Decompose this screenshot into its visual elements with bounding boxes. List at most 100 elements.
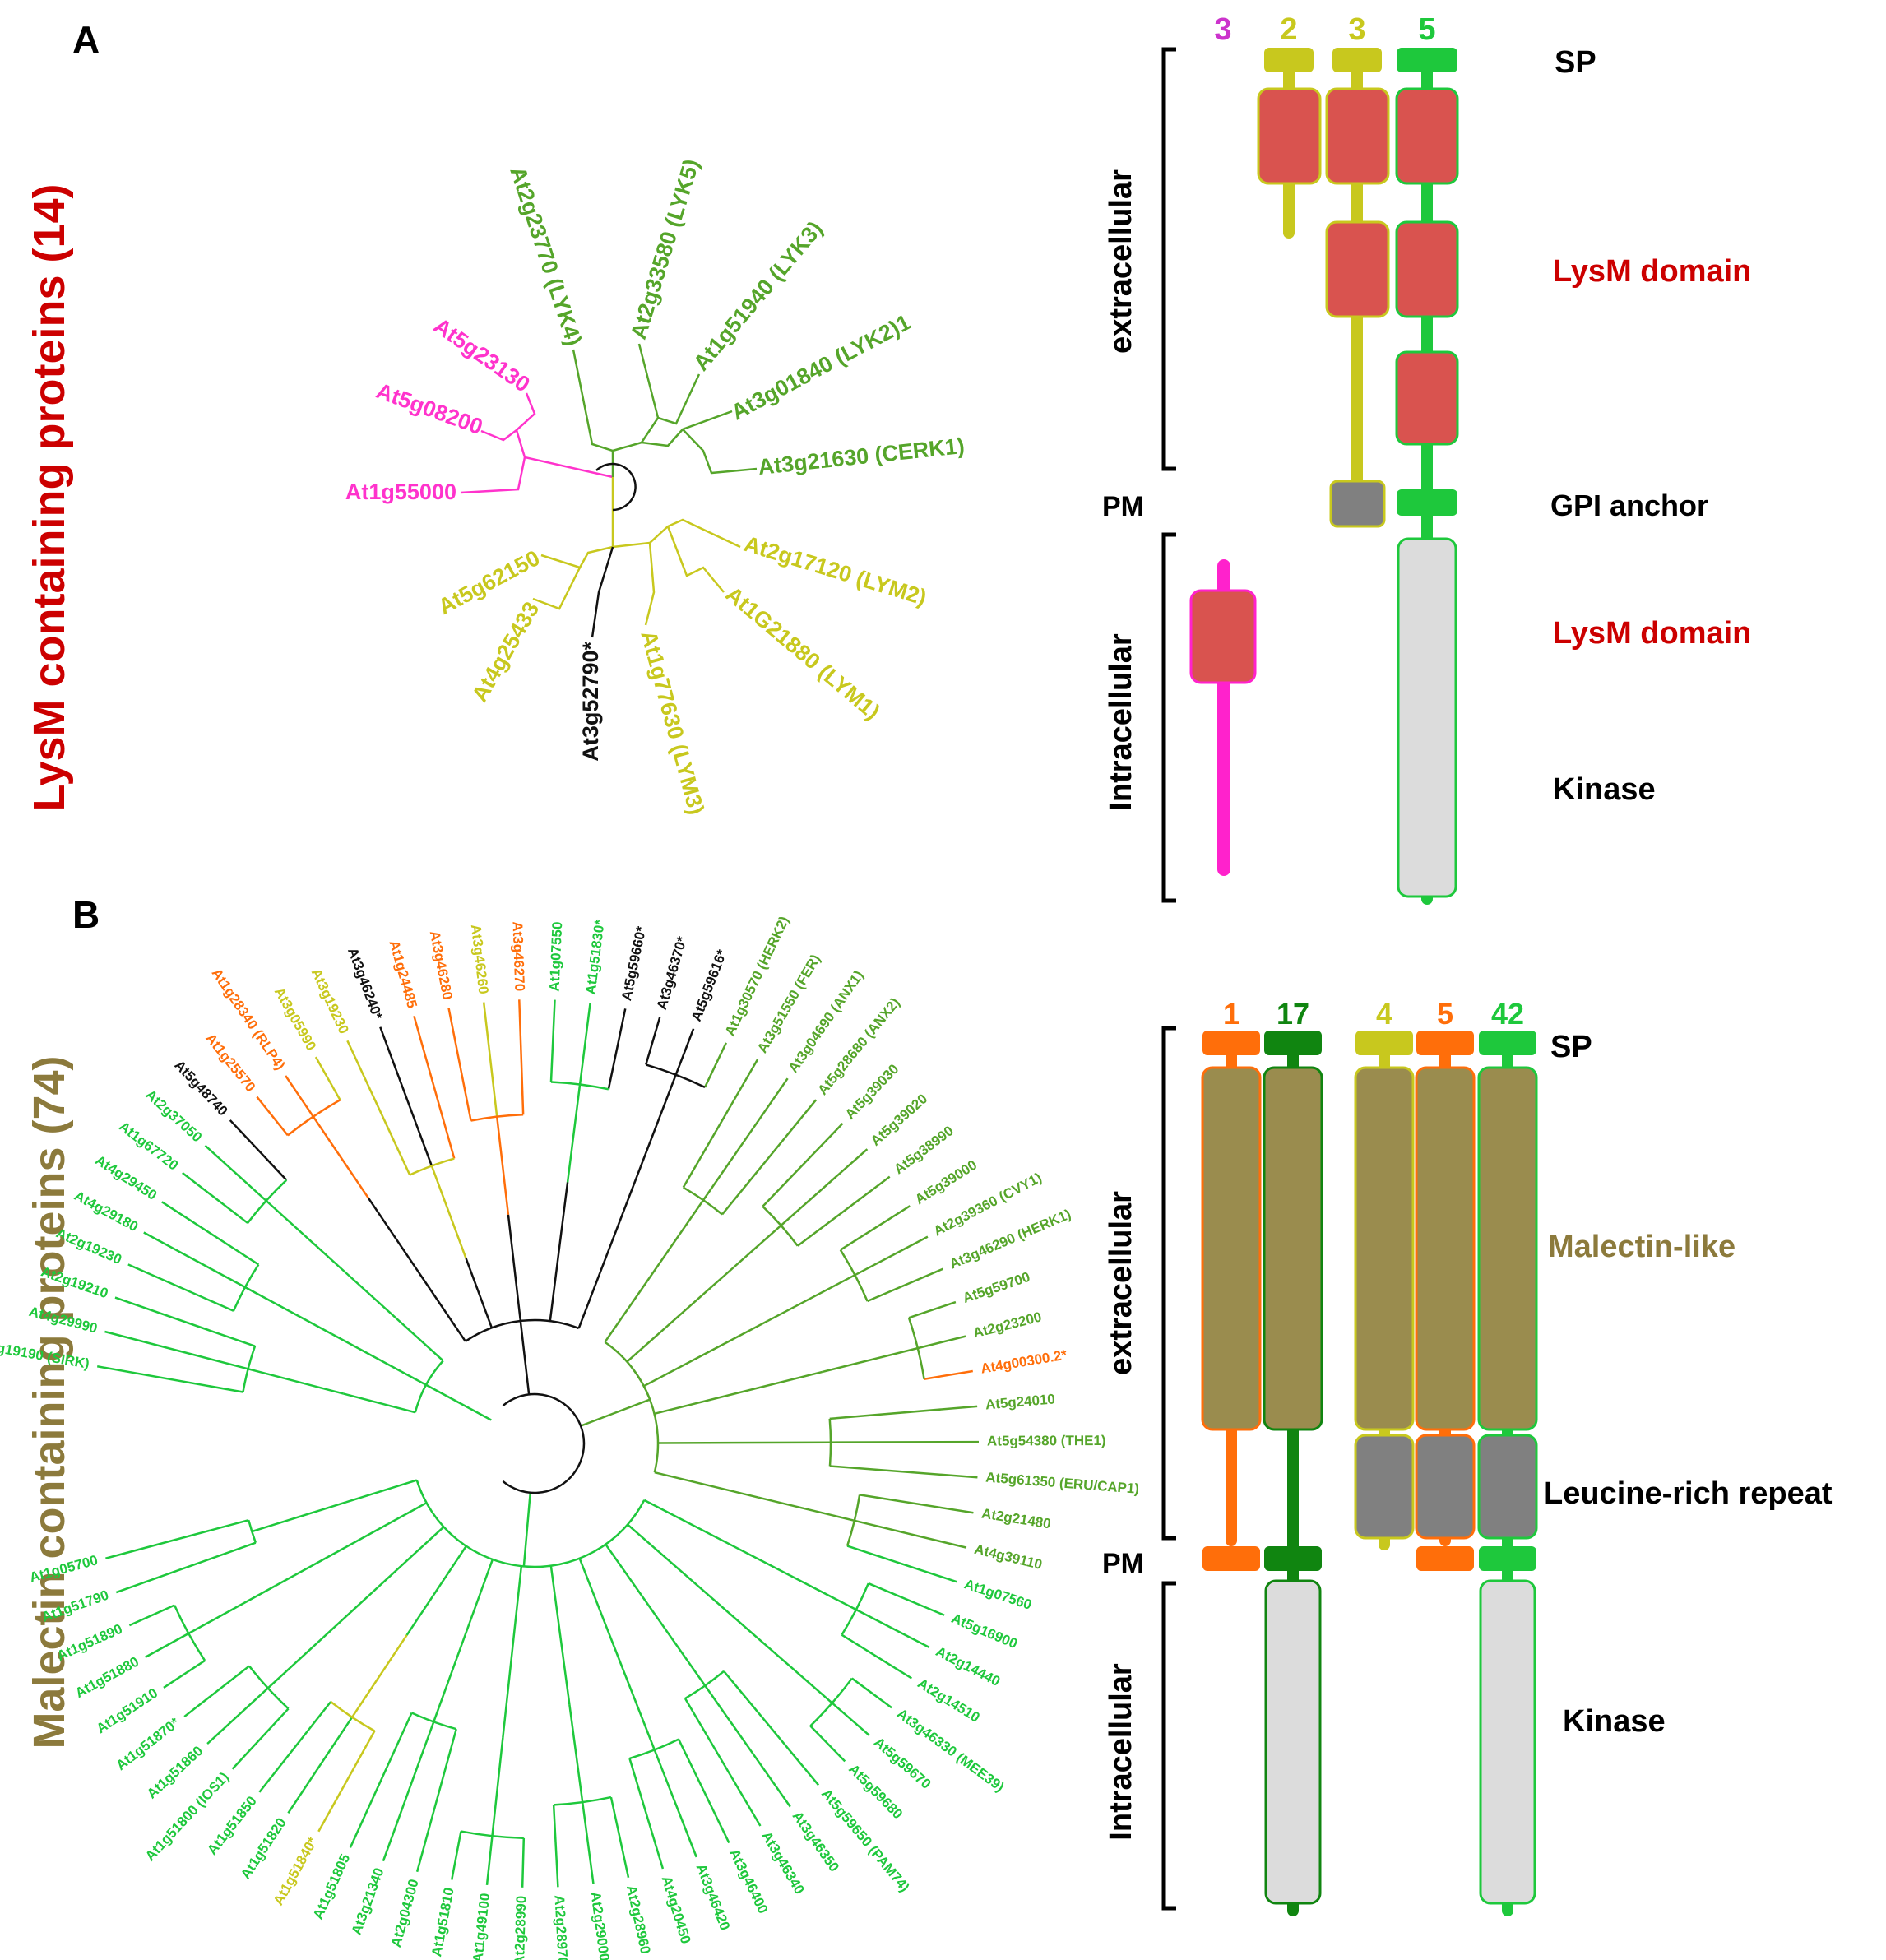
intracellular-bracket xyxy=(1161,532,1176,903)
count-lime: 4 xyxy=(1376,997,1392,1031)
kinase-label-a: Kinase xyxy=(1553,772,1656,807)
malectin-tree-label: At5g38990 xyxy=(891,1123,956,1177)
malectin-tree-label: At1g51805 xyxy=(310,1851,354,1921)
malectin-tree-label: At3g05990 xyxy=(271,985,319,1053)
malectin-tree-label: At2g28990 xyxy=(512,1896,529,1960)
malectin-tree-label: At1g51860 xyxy=(144,1743,206,1801)
count-green: 5 xyxy=(1418,12,1435,47)
protein-green-kinase xyxy=(1395,48,1459,905)
malectin-tree-label: At3g46370* xyxy=(654,934,690,1012)
count-dark-green: 17 xyxy=(1277,997,1309,1031)
lysm-tree-label: At2g17120 (LYM2) xyxy=(741,531,929,610)
lysm-tree-label: At2g33580 (LYK5) xyxy=(626,156,704,342)
intracellular-bracket-b xyxy=(1161,1581,1176,1911)
panel-a-letter: A xyxy=(72,18,100,61)
malectin-tree-label: At1g51810 xyxy=(429,1886,457,1958)
count-orange-2: 5 xyxy=(1437,997,1453,1031)
sp-label-a: SP xyxy=(1555,45,1596,80)
protein-lime-malectin-lrr xyxy=(1354,1031,1415,1550)
malectin-tree-label: At3g46330 (MEE39) xyxy=(894,1706,1007,1796)
malectin-tree-label: At5g61350 (ERU/CAP1) xyxy=(985,1470,1140,1497)
malectin-tree-label: At3g46350 xyxy=(790,1809,842,1875)
malectin-tree-label: At3g46420 xyxy=(693,1861,734,1932)
lysm-tree-label: At3g21630 (CERK1) xyxy=(757,433,966,480)
lysm-tree-label: At1g51940 (LYK3) xyxy=(688,216,827,375)
malectin-tree-label: At2g29000 xyxy=(587,1891,612,1960)
intracellular-label: Intracellular xyxy=(1104,633,1138,811)
protein-lime-short xyxy=(1257,48,1322,239)
lysm-tree-label: At1G21880 (LYM1) xyxy=(721,582,885,725)
malectin-tree-label: At3g46400 xyxy=(726,1846,771,1916)
malectin-tree-label: At1g51820 xyxy=(238,1815,290,1882)
malectin-domain-diagrams: extracellular Intracellular PM 1 17 4 5 … xyxy=(1102,997,1833,1916)
malectin-tree-label: At5g16900 xyxy=(949,1610,1020,1652)
malectin-tree-label: At3g46270 xyxy=(509,921,527,992)
protein-orange-malectin-lrr xyxy=(1415,1031,1476,1571)
count-lime-b: 3 xyxy=(1348,12,1365,47)
malectin-tree-label: At5g59616* xyxy=(688,948,730,1024)
leucine-rich-repeat-label: Leucine-rich repeat xyxy=(1544,1476,1833,1511)
malectin-tree-label: At2g37050 xyxy=(142,1087,205,1145)
malectin-tree-label: At2g04300 xyxy=(388,1878,422,1949)
count-pink: 3 xyxy=(1214,12,1231,47)
malectin-tree-label: At3g46260 xyxy=(468,924,492,995)
malectin-tree-label: At1g07550 xyxy=(546,921,565,992)
malectin-tree-label: At3g21340 xyxy=(349,1866,387,1937)
malectin-tree-label: At1g51880 xyxy=(72,1653,141,1701)
protein-dark-green-malectin-kinase xyxy=(1263,1031,1323,1916)
malectin-phylogenetic-tree xyxy=(96,999,980,1888)
malectin-tree-label: At2g28960 xyxy=(623,1884,654,1955)
panel-b-letter: B xyxy=(72,893,100,936)
count-green-b: 42 xyxy=(1491,997,1524,1031)
kinase-label-b: Kinase xyxy=(1563,1704,1666,1739)
lysm-tree-label: At5g23130 xyxy=(429,313,535,397)
protein-pink xyxy=(1189,559,1257,876)
malectin-tree-label: At1g67720 xyxy=(116,1119,181,1174)
panel-b-side-title: Malectin containing proteins (74) xyxy=(25,1055,74,1749)
lysm-domain-diagrams: extracellular Intracellular PM 3 2 3 5 xyxy=(1102,12,1751,905)
malectin-tree-label: At2g28970* xyxy=(551,1895,571,1960)
panel-a-side-title: LysM containing proteins (14) xyxy=(25,183,74,811)
protein-orange-malectin xyxy=(1201,1031,1262,1571)
malectin-tree-label: At1g51910 xyxy=(94,1685,160,1737)
intracellular-label-b: Intracellular xyxy=(1104,1663,1138,1841)
sp-label-b: SP xyxy=(1550,1030,1592,1064)
extracellular-bracket xyxy=(1161,47,1176,471)
malectin-tree-label: At5g54380 (THE1) xyxy=(987,1433,1106,1449)
malectin-tree-label: At5g39030 xyxy=(842,1061,902,1122)
count-orange-1: 1 xyxy=(1223,997,1240,1031)
malectin-like-label: Malectin-like xyxy=(1548,1230,1735,1264)
malectin-tree-label: At5g48740 xyxy=(171,1057,230,1119)
lysm-tree-label: At1g55000 xyxy=(345,480,456,504)
malectin-tree-label: At1g49100 xyxy=(470,1893,493,1960)
malectin-tree-label: At1g51830* xyxy=(582,919,607,996)
malectin-tree-label: At3g19230 xyxy=(308,966,352,1036)
malectin-tree-label: At4g00300.2* xyxy=(980,1347,1068,1377)
lysm-tree-label: At3g01840 (LYK2)1 xyxy=(727,309,915,424)
malectin-tree-label: At2g23200 xyxy=(971,1309,1043,1341)
lysm-domain-extracellular-label: LysM domain xyxy=(1553,254,1751,289)
malectin-tree-label: At1g51840* xyxy=(271,1834,321,1908)
extracellular-bracket-b xyxy=(1161,1026,1176,1541)
malectin-tree-label: At5g59660* xyxy=(619,924,649,1002)
panel-b: B Malectin containing proteins (74) At2g… xyxy=(0,893,1833,1960)
malectin-tree-label: At1g25570 xyxy=(202,1031,258,1095)
gpi-anchor-label: GPI anchor xyxy=(1550,489,1708,522)
malectin-tree-label: At5g59700 xyxy=(961,1269,1032,1306)
protein-lime-gpi xyxy=(1325,48,1390,528)
malectin-tree-label: At4g20450 xyxy=(659,1874,694,1946)
malectin-tree-label: At3g46340 xyxy=(758,1828,808,1897)
panel-a: A LysM containing proteins (14) xyxy=(25,12,1751,905)
malectin-tree-label: At2g14440 xyxy=(934,1643,1003,1689)
lysm-tree-label: At4g25433 xyxy=(467,598,544,707)
malectin-tree-label: At3g46240* xyxy=(345,946,386,1022)
malectin-tree-label: At5g24010 xyxy=(985,1391,1055,1412)
pm-label-b: PM xyxy=(1102,1548,1144,1579)
extracellular-label-b: extracellular xyxy=(1104,1191,1138,1375)
malectin-tree-label: At1g07560 xyxy=(962,1576,1034,1613)
pm-label: PM xyxy=(1102,491,1144,522)
protein-green-malectin-lrr-kinase xyxy=(1477,1031,1538,1916)
count-lime-a: 2 xyxy=(1280,12,1297,47)
